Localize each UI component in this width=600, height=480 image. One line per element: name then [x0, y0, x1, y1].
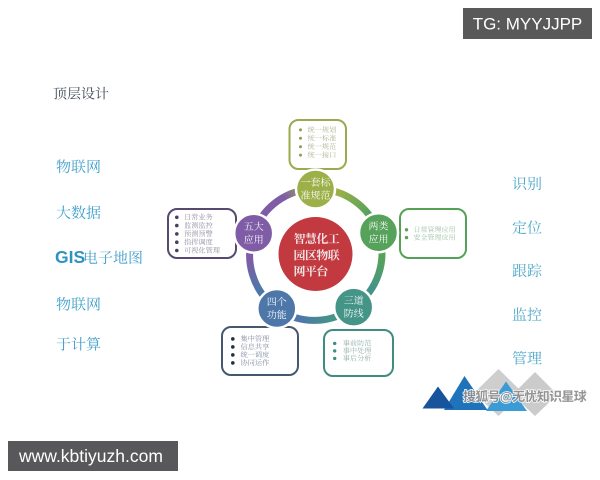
svg-text:www.kbtiyuzh.com: www.kbtiyuzh.com: [18, 446, 163, 466]
svg-text:TG: MYYJJPP: TG: MYYJJPP: [473, 15, 583, 34]
svg-text:@: @: [500, 389, 513, 404]
svg-text:GIS: GIS: [55, 247, 85, 267]
